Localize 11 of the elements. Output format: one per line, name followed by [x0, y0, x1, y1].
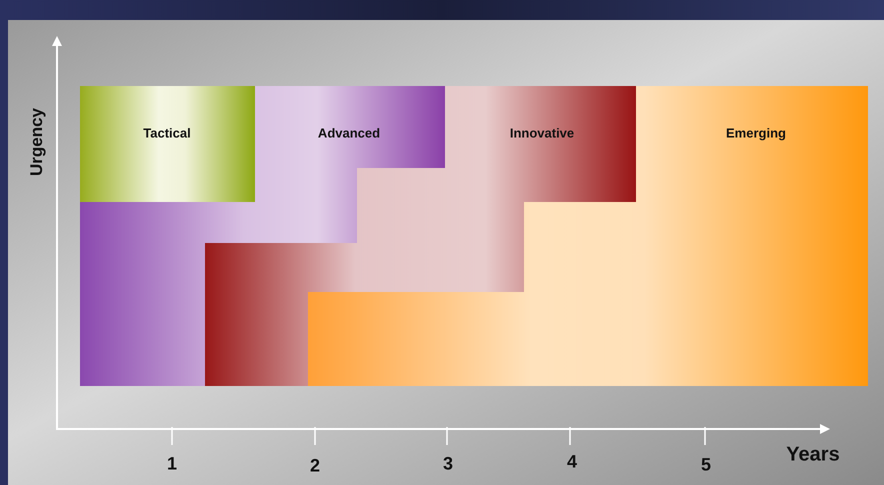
tick-label: 1: [167, 454, 177, 474]
tick-label: 5: [701, 454, 711, 476]
stage-label: Innovative: [510, 126, 574, 140]
axis-title: Urgency: [27, 108, 47, 176]
stage-label: Tactical: [143, 126, 191, 140]
tick-label: 4: [567, 452, 577, 472]
stage-label: Emerging: [726, 126, 786, 140]
tick-label: 2: [310, 456, 320, 476]
stage-label: Advanced: [318, 126, 380, 140]
tick-label: 3: [443, 454, 453, 474]
axis-title: Years: [786, 444, 840, 466]
